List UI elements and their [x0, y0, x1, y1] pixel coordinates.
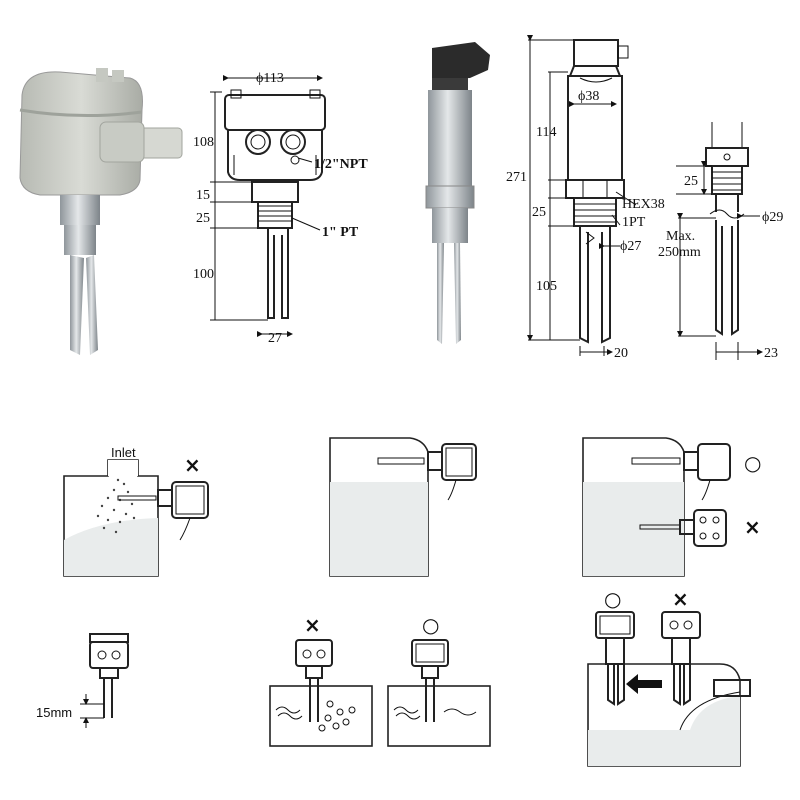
dim-100: 100 — [193, 267, 214, 282]
dim-20: 20 — [614, 346, 628, 361]
dim-1pt-b: 1PT — [622, 215, 646, 230]
install-flow-wrong: × — [269, 613, 373, 747]
dim-max250: 250mm — [658, 245, 701, 260]
install-flow-right: ○ — [387, 613, 491, 747]
install-two-positions: ○ × — [582, 437, 761, 577]
dim-108: 108 — [193, 135, 214, 150]
drawing-housing-dimensions: ϕ113 108 15 25 100 1/2"NPT 1" PT 27 — [193, 71, 368, 346]
install-inlet-wrong: Inlet × — [63, 445, 209, 577]
install-top-side — [329, 437, 477, 577]
dim-25b: 25 — [532, 205, 546, 220]
dim-25: 25 — [196, 211, 210, 226]
dim-1pt: 1" PT — [322, 225, 359, 240]
dim-271: 271 — [506, 170, 527, 185]
dim-phi38: ϕ38 — [578, 89, 599, 104]
photo-compact-switch — [425, 42, 490, 344]
drawing-extension-dimensions: 25 Max. 250mm ϕ29 23 — [658, 122, 783, 361]
dim-114: 114 — [536, 125, 556, 140]
dim-hex38: HEX38 — [622, 197, 665, 212]
dim-phi27: ϕ27 — [620, 239, 641, 254]
dim-27: 27 — [268, 331, 282, 346]
dim-npt: 1/2"NPT — [314, 157, 368, 172]
label-inlet: Inlet — [111, 445, 136, 460]
dim-max: Max. — [666, 229, 695, 244]
label-15mm: 15mm — [36, 705, 72, 720]
mark-wrong-6: × — [672, 587, 689, 611]
mark-right-6: ○ — [604, 587, 621, 611]
dim-phi113: ϕ113 — [256, 71, 284, 86]
mark-wrong-1: × — [184, 453, 201, 477]
install-pipe: ○ × — [587, 587, 751, 767]
dim-105: 105 — [536, 279, 557, 294]
mark-wrong-3b: × — [744, 515, 761, 539]
mark-right-3a: ○ — [744, 451, 761, 475]
mark-wrong-5: × — [304, 613, 321, 637]
dim-phi29: ϕ29 — [762, 210, 783, 225]
dim-25c: 25 — [684, 174, 698, 189]
mark-right-5: ○ — [422, 613, 439, 637]
flow-arrow-icon — [626, 674, 662, 694]
dim-23: 23 — [764, 346, 778, 361]
drawing-compact-dimensions: 271 114 25 105 ϕ38 HEX38 1PT ϕ27 20 — [506, 35, 665, 361]
dim-15: 15 — [196, 188, 210, 203]
photo-housing-switch — [19, 68, 183, 355]
install-15mm: 15mm — [36, 633, 129, 728]
